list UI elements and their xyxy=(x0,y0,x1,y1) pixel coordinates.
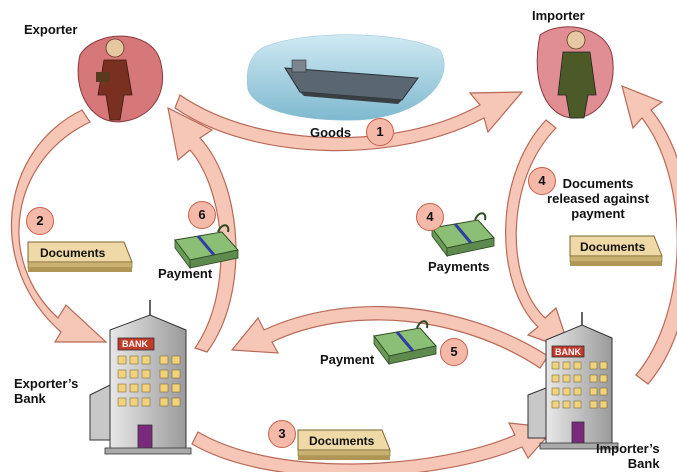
exporter-label: Exporter xyxy=(24,22,78,37)
exporters-bank-label: Exporter’s Bank xyxy=(14,376,79,406)
payment-label-5: Payment xyxy=(320,352,375,367)
exporters-bank-building: BANK xyxy=(89,300,192,455)
money-bundle-6 xyxy=(174,224,239,270)
step-badge-2: 2 xyxy=(26,207,54,235)
documents-released-label: Documents released against payment xyxy=(547,176,649,221)
exporters-bank-sign: BANK xyxy=(122,339,148,349)
arrow-goods xyxy=(174,91,524,152)
step-badge-1: 1 xyxy=(366,118,394,146)
goods-label: Goods xyxy=(310,125,352,140)
documents-label-3: Documents xyxy=(309,434,375,448)
arrow-documents-released xyxy=(621,85,677,385)
documents-stack-4: Documents xyxy=(569,235,663,266)
cargo-ship-image xyxy=(246,34,445,121)
arrow-payment-5 xyxy=(230,306,549,369)
step-badge-3: 3 xyxy=(268,420,296,448)
importers-bank-label: Importer’s Bank xyxy=(596,441,660,471)
importer-label: Importer xyxy=(532,8,585,23)
documents-label-4: Documents xyxy=(580,240,646,254)
arrow-payment-6 xyxy=(167,106,237,353)
step-badge-6: 6 xyxy=(188,201,216,229)
arrow-payments-4 xyxy=(505,119,571,351)
documents-stack-2: Documents xyxy=(27,241,133,272)
importers-bank-building: BANK xyxy=(527,312,619,450)
importers-bank-sign: BANK xyxy=(555,347,581,357)
step-badge-4-documents: 4 xyxy=(528,167,556,195)
documents-stack-3: Documents xyxy=(297,429,391,460)
money-bundle-5 xyxy=(373,320,437,366)
payments-label: Payments xyxy=(428,259,490,274)
exporter-figure xyxy=(77,35,164,123)
money-bundle-4 xyxy=(431,212,495,258)
documents-label-2: Documents xyxy=(40,246,106,260)
step-badge-4-payments: 4 xyxy=(416,203,444,231)
arrow-documents-2 xyxy=(10,109,108,343)
importer-figure xyxy=(536,26,614,119)
payment-label-6: Payment xyxy=(158,266,213,281)
step-badge-5: 5 xyxy=(440,338,468,366)
